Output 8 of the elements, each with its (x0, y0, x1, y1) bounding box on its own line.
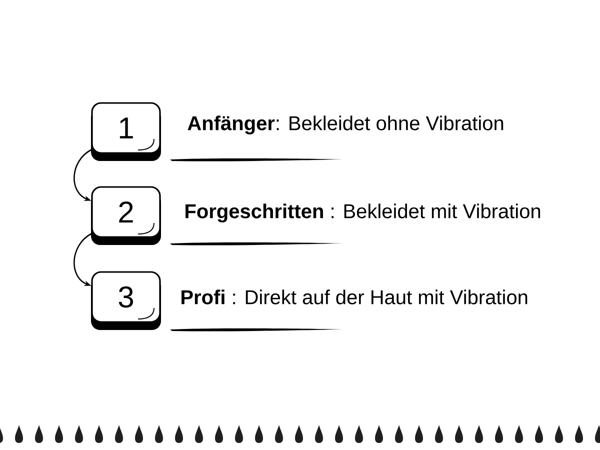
step-description: Profi : Direkt auf der Haut mit Vibration (182, 290, 528, 304)
keycap-box: 1 (91, 102, 161, 161)
step-description: Forgeschritten : Bekleidet mit Vibration (186, 204, 540, 222)
arrow (74, 233, 92, 286)
keycap-box: 3 (91, 271, 161, 330)
step-description: Anfänger: Bekleidet ohne Vibration (188, 116, 504, 134)
arrow (74, 149, 92, 201)
keycap-box: 2 (91, 186, 161, 245)
